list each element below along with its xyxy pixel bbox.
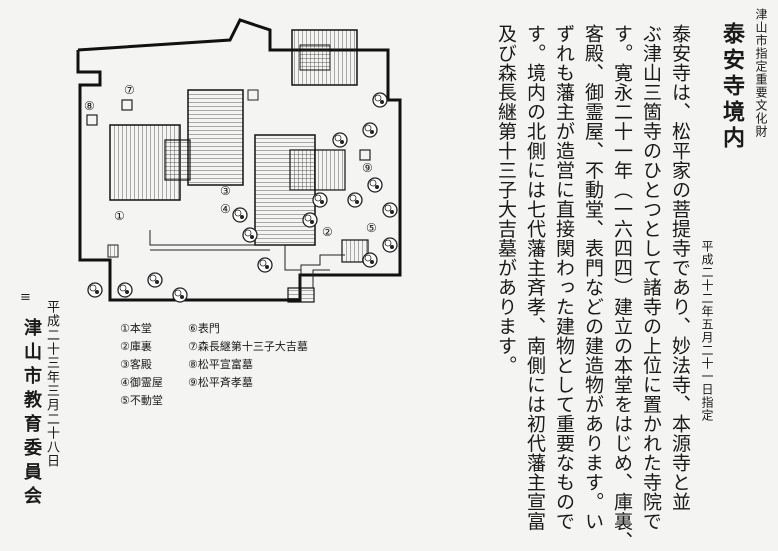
description-line: ずれも藩主が造営に直接関わった建物として重要なもので [553, 24, 575, 531]
description-line: 客殿、御霊屋、不動堂、表門などの建造物があります。い [582, 24, 604, 531]
marker-3: ③ [220, 184, 231, 198]
marker-9: ⑨ [362, 161, 373, 175]
marker-5: ⑤ [366, 221, 377, 235]
building-kyakuden [187, 89, 244, 186]
legend-item: ⑦森長継第十三子大吉墓 [188, 340, 308, 353]
city-emblem-icon: ≡ [20, 290, 31, 305]
legend-item: ⑧松平宣富墓 [188, 358, 253, 371]
description-line: ぶ津山三箇寺のひとつとして諸寺の上位に置かれた寺院で [640, 24, 662, 531]
temple-info-sign: 津山市指定重要文化財 泰安寺境内 平成二十二年五月二十一日指定 泰安寺は、松平家… [20, 8, 768, 551]
marker-7: ⑦ [124, 83, 135, 97]
legend-item: ②庫裏 [120, 340, 152, 353]
grave-plot [359, 149, 371, 161]
page-title: 泰安寺境内 [719, 22, 745, 152]
temple-grounds-map: ① ② ③ ④ ⑤ ⑥ ⑦ ⑧ ⑨ [76, 18, 402, 303]
description-line: 泰安寺は、松平家の菩提寺であり、妙法寺、本源寺と並 [669, 24, 691, 512]
legend-item: ⑥表門 [188, 322, 220, 335]
marker-8: ⑧ [84, 99, 95, 113]
legend-item: ③客殿 [120, 358, 152, 371]
building-fudodo [341, 239, 369, 263]
description-text: 泰安寺は、松平家の菩提寺であり、妙法寺、本源寺と並 ぶ津山三箇寺のひとつとして諸… [491, 24, 694, 551]
grave-plot [121, 99, 133, 111]
designation-label: 津山市指定重要文化財 [754, 8, 768, 138]
description-line: す。境内の北側には七代藩主斉孝、南側には初代藩主宣富 [524, 24, 546, 531]
issue-date: 平成二十三年三月二十八日 [44, 300, 59, 468]
description-line: す。寛永二十一年（一六四四）建立の本堂をはじめ、庫裏、 [611, 24, 633, 551]
marker-1: ① [114, 209, 125, 223]
issuer-name: 津山市教育委員会 [21, 318, 42, 510]
grave-plot [86, 114, 98, 126]
legend-item: ①本堂 [120, 322, 152, 335]
legend-item: ④御霊屋 [120, 376, 163, 389]
marker-4: ④ [220, 202, 231, 216]
boundary-wall [76, 18, 402, 302]
marker-2: ② [322, 225, 333, 239]
description-line: 及び森長継第十三子大吉墓があります。 [495, 24, 517, 375]
designated-date: 平成二十二年五月二十一日指定 [700, 240, 714, 422]
legend-item: ⑤不動堂 [120, 394, 163, 407]
building-omotemon [287, 287, 315, 303]
legend-item: ⑨松平斉孝墓 [188, 376, 253, 389]
